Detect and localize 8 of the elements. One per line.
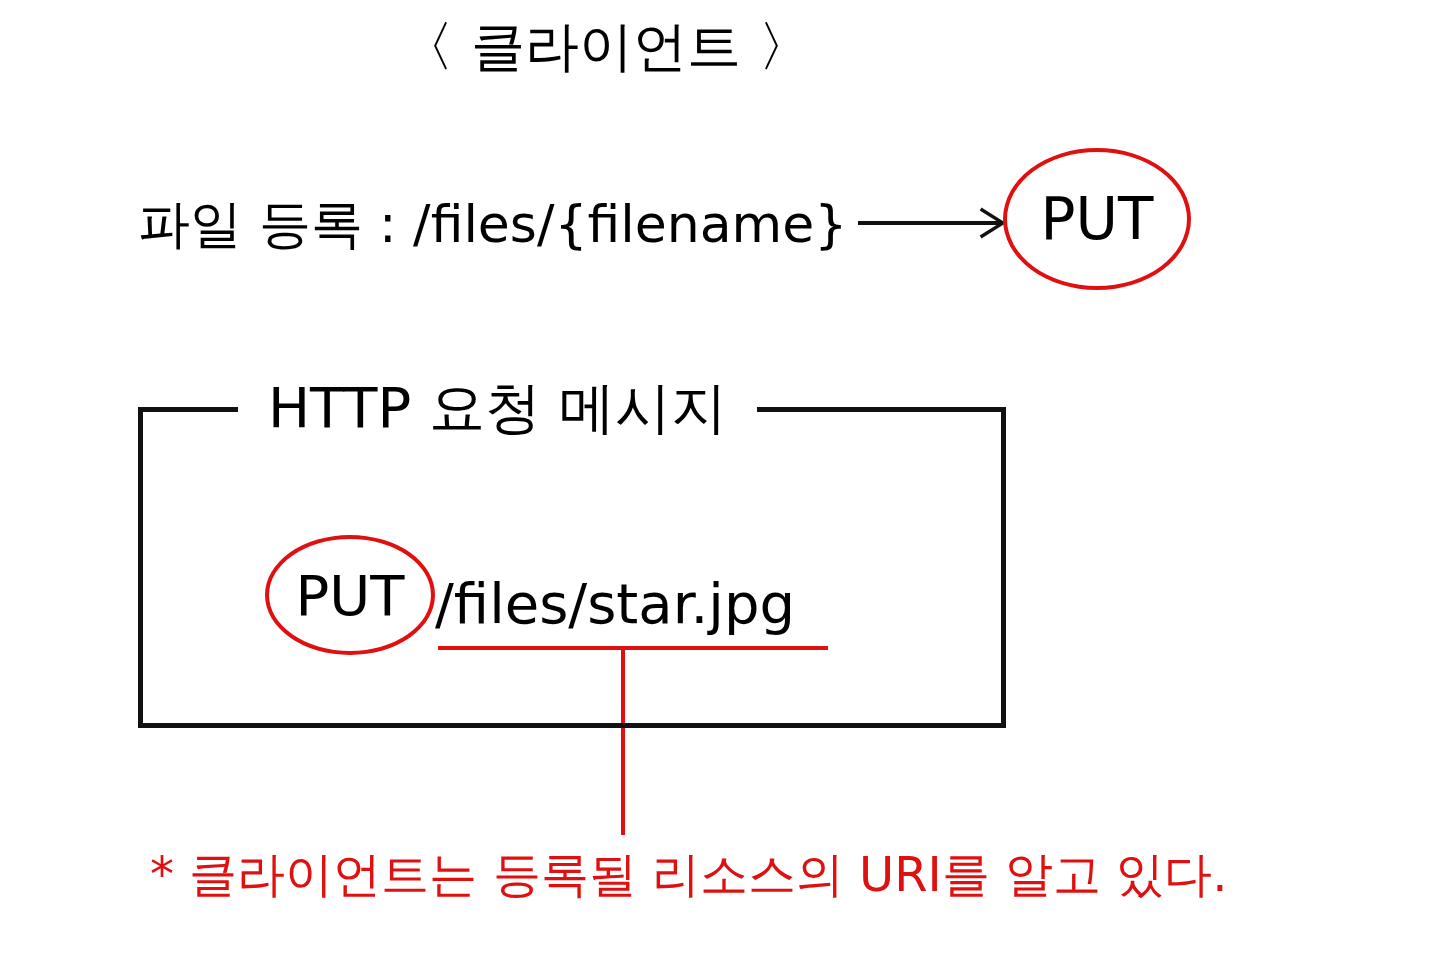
note-text: * 클라이언트는 등록될 리소스의 URI를 알고 있다. [150, 835, 1320, 915]
heading-text: 〈 클라이언트 〉 [400, 14, 813, 80]
route-text: 파일 등록 : /files/{filename} [138, 185, 858, 265]
circled-method: PUT [265, 535, 435, 655]
path-text: /files/star.jpg [435, 555, 835, 651]
circled-method: PUT [1003, 148, 1191, 290]
leader-line [436, 646, 830, 837]
arrow [858, 207, 1005, 239]
